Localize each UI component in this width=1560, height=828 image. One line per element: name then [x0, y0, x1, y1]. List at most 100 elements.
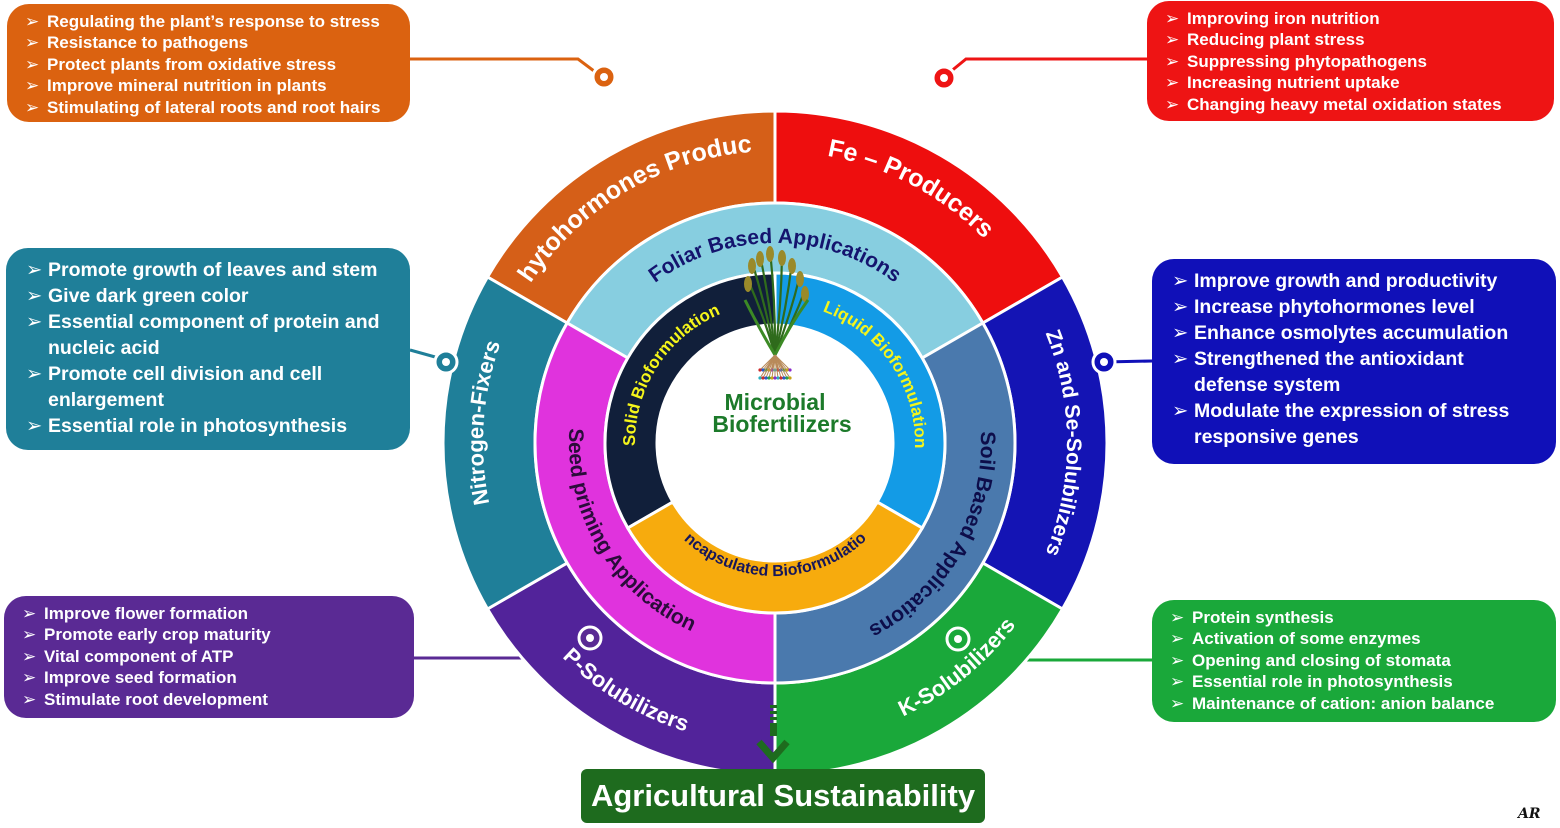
bullet-text: Increasing nutrient uptake [1187, 73, 1400, 93]
bullet-text: Protein synthesis [1192, 608, 1334, 627]
bullet-arrow-icon: ➢ [1172, 400, 1189, 422]
box-fe-producers: ➢ Improving iron nutrition ➢ Reducing plant… [1147, 1, 1554, 121]
bullet-text: Promote cell division and cell enlargeme… [48, 363, 323, 411]
bullet-arrow-icon: ➢ [25, 54, 40, 74]
bullet-text: Strengthened the antioxidant defense sys… [1194, 348, 1464, 396]
bullet-text: Essential role in photosynthesis [48, 415, 348, 437]
bullet-text: Improve mineral nutrition in plants [47, 76, 327, 96]
bullet-item: ➢ Improving iron nutrition [1165, 8, 1540, 29]
bullet-item: ➢ Improve mineral nutrition in plants [25, 75, 396, 96]
bullet-arrow-icon: ➢ [1165, 94, 1180, 114]
bullet-text: Protect plants from oxidative stress [47, 54, 337, 74]
connector-line [410, 57, 603, 79]
bullet-item: ➢Promote cell division and cell enlargem… [26, 361, 394, 413]
center-title-line2: Biofertilizers [712, 411, 851, 437]
bullet-item: ➢ Protect plants from oxidative stress [25, 54, 396, 75]
bullet-arrow-icon: ➢ [1170, 650, 1185, 670]
bullet-arrow-icon: ➢ [1170, 629, 1185, 649]
bullet-text: Resistance to pathogens [47, 33, 249, 53]
bullet-item: ➢ Regulating the plant’s response to stre… [25, 11, 396, 32]
bullet-text: Stimulate root development [44, 689, 268, 709]
connector-node-icon [1091, 349, 1117, 375]
bullet-arrow-icon: ➢ [1170, 608, 1185, 627]
bullet-arrow-icon: ➢ [26, 363, 43, 385]
bullet-text: Improve seed formation [44, 668, 237, 688]
box-phytohormones: ➢ Regulating the plant’s response to stre… [7, 4, 410, 122]
connector-line [943, 57, 1147, 79]
bullet-arrow-icon: ➢ [25, 76, 40, 96]
bullet-item: ➢Give dark green color [26, 283, 394, 309]
box-p-solubilizers: ➢Improve flower formation➢Promote early … [4, 596, 414, 718]
agricultural-sustainability-banner: Agricultural Sustainability [581, 769, 985, 823]
bullet-item: ➢Increase phytohormones level [1172, 294, 1540, 320]
signature-logo: AR [1518, 806, 1541, 822]
bullet-text: Increase phytohormones level [1194, 296, 1475, 318]
bullet-arrow-icon: ➢ [22, 604, 37, 623]
bullet-item: ➢ Stimulate root development [22, 689, 400, 710]
bullet-item: ➢ Increasing nutrient uptake [1165, 72, 1540, 93]
bullet-text: Improve growth and productivity [1194, 270, 1498, 292]
bullet-arrow-icon: ➢ [22, 646, 37, 666]
bullet-text: Regulating the plant’s response to stres… [47, 12, 380, 31]
bullet-item: ➢Promote early crop maturity [22, 624, 400, 645]
bullet-arrow-icon: ➢ [1165, 9, 1180, 28]
bullet-item: ➢ Stimulating of lateral roots and root h… [25, 97, 396, 118]
bullet-arrow-icon: ➢ [22, 625, 37, 645]
bullet-text: Essential role in photosynthesis [1192, 672, 1453, 692]
bullet-item: ➢ Improve seed formation [22, 667, 400, 688]
bullet-item: ➢ Reducing plant stress [1165, 29, 1540, 50]
rings [441, 109, 1109, 777]
bullet-arrow-icon: ➢ [1165, 51, 1180, 71]
center-disc [657, 325, 893, 561]
bullet-arrow-icon: ➢ [22, 689, 37, 709]
bullet-item: ➢Promote growth of leaves and stem [26, 257, 394, 283]
bullet-text: Opening and closing of stomata [1192, 650, 1451, 670]
bullet-item: ➢Improve growth and productivity [1172, 268, 1540, 294]
bullet-item: ➢Modulate the expression of stress respo… [1172, 398, 1540, 450]
connector-node-icon [931, 65, 957, 91]
bullet-text: Stimulating of lateral roots and root ha… [47, 97, 381, 117]
bullet-text: Maintenance of cation: anion balance [1192, 693, 1495, 713]
bullet-item: ➢ Vital component of ATP [22, 646, 400, 667]
bullet-arrow-icon: ➢ [1172, 270, 1189, 292]
bullet-arrow-icon: ➢ [22, 668, 37, 688]
bullet-text: Suppressing phytopathogens [1187, 51, 1427, 71]
bullet-arrow-icon: ➢ [26, 259, 43, 281]
bullet-arrow-icon: ➢ [26, 285, 43, 307]
bullet-text: Enhance osmolytes accumulation [1194, 322, 1509, 344]
bullet-arrow-icon: ➢ [1165, 73, 1180, 93]
bullet-arrow-icon: ➢ [1172, 322, 1189, 344]
bullet-arrow-icon: ➢ [1170, 672, 1185, 692]
bullet-item: ➢ Resistance to pathogens [25, 32, 396, 53]
bullet-text: Improving iron nutrition [1187, 9, 1380, 28]
bullet-arrow-icon: ➢ [1165, 30, 1180, 50]
connector-node-icon [591, 64, 617, 90]
connector-node-icon [945, 626, 971, 652]
bullet-item: ➢Essential role in photosynthesis [26, 413, 394, 439]
bullet-item: ➢ Suppressing phytopathogens [1165, 51, 1540, 72]
bullet-arrow-icon: ➢ [25, 33, 40, 53]
bullet-arrow-icon: ➢ [1170, 693, 1185, 713]
bullet-item: ➢Essential component of protein and nucl… [26, 309, 394, 361]
box-k-solubilizers: ➢ Protein synthesis ➢ Activation of some en… [1152, 600, 1556, 722]
bullet-item: ➢ Activation of some enzymes [1170, 628, 1542, 649]
bullet-text: Promote growth of leaves and stem [48, 259, 378, 281]
bullet-text: Vital component of ATP [44, 646, 234, 666]
bullet-arrow-icon: ➢ [26, 415, 43, 437]
connector-node-icon [433, 349, 459, 375]
bullet-item: ➢Strengthened the antioxidant defense sy… [1172, 346, 1540, 398]
bullet-item: ➢ Maintenance of cation: anion balance [1170, 693, 1542, 714]
bullet-item: ➢Enhance osmolytes accumulation [1172, 320, 1540, 346]
bullet-text: Reducing plant stress [1187, 30, 1365, 50]
bullet-arrow-icon: ➢ [1172, 348, 1189, 370]
bullet-item: ➢ Essential role in photosynthesis [1170, 671, 1542, 692]
bullet-arrow-icon: ➢ [25, 12, 40, 31]
bullet-text: Changing heavy metal oxidation states [1187, 94, 1502, 114]
bullet-arrow-icon: ➢ [25, 97, 40, 117]
bullet-item: ➢Improve flower formation [22, 603, 400, 624]
bullet-text: Modulate the expression of stress respon… [1194, 400, 1510, 448]
bullet-text: Essential component of protein and nucle… [48, 311, 380, 359]
box-nitrogen-fixers: ➢Promote growth of leaves and stem➢Give … [6, 248, 410, 450]
bullet-text: Activation of some enzymes [1192, 629, 1421, 649]
bullet-item: ➢ Protein synthesis [1170, 607, 1542, 628]
